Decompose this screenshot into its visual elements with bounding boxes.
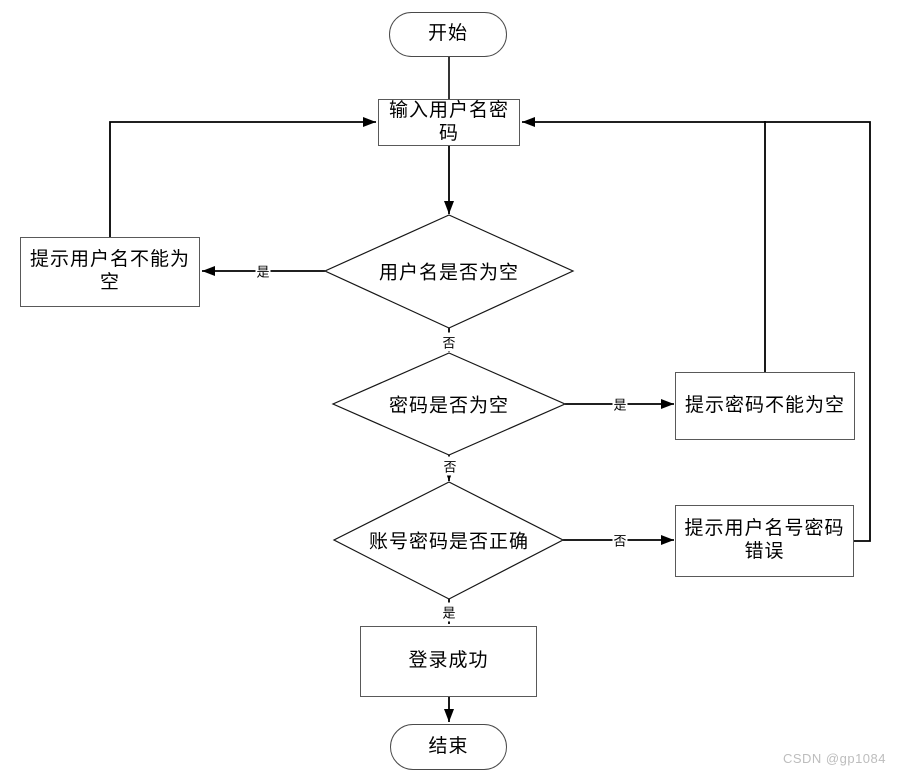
node-password-empty-hint: 提示密码不能为空 — [675, 372, 855, 440]
node-wrong-credentials-hint-label: 提示用户名号密码错误 — [684, 518, 845, 562]
csdn-watermark: CSDN @gp1084 — [782, 751, 886, 766]
node-input-credentials-label: 输入用户名密码 — [388, 99, 509, 144]
decision-username-empty-shape — [323, 214, 575, 329]
node-login-success-label: 登录成功 — [408, 650, 489, 672]
edge-label-correct-yes: 是 — [441, 602, 457, 622]
decision-credentials-correct-label: 账号密码是否正确 — [368, 531, 530, 553]
node-username-empty-hint: 提示用户名不能为空 — [20, 237, 200, 307]
edge-label-username-yes: 是 — [255, 261, 271, 281]
edge-label-correct-no: 否 — [612, 530, 628, 550]
edge-wrong-credentials-to-input — [522, 117, 871, 542]
node-end-label: 结束 — [428, 735, 469, 757]
edge-label-password-no: 否 — [442, 456, 458, 476]
node-input-credentials: 输入用户名密码 — [378, 99, 520, 146]
node-login-success: 登录成功 — [360, 626, 537, 697]
node-wrong-credentials-hint: 提示用户名号密码错误 — [675, 505, 854, 577]
decision-password-empty-label: 密码是否为空 — [388, 395, 510, 417]
node-end: 结束 — [390, 724, 507, 770]
node-start-label: 开始 — [427, 23, 468, 45]
decision-password-empty-shape — [331, 352, 567, 456]
decision-username-empty-label: 用户名是否为空 — [378, 262, 520, 284]
edge-label-username-no: 否 — [441, 332, 457, 352]
decision-credentials-correct-shape — [332, 481, 565, 600]
node-password-empty-hint-label: 提示密码不能为空 — [684, 394, 845, 416]
node-username-empty-hint-label: 提示用户名不能为空 — [29, 249, 190, 293]
edge-username-hint-to-input — [109, 117, 376, 237]
node-start: 开始 — [389, 12, 507, 57]
edge-label-password-yes: 是 — [612, 394, 628, 414]
